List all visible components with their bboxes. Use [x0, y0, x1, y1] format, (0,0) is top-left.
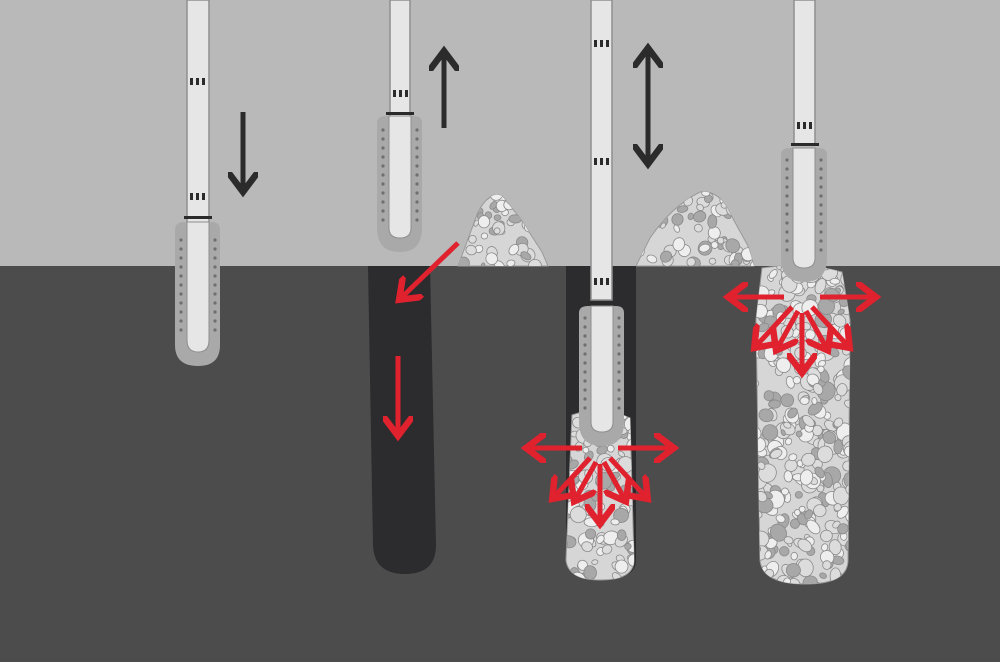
gravel-pile-right [635, 191, 755, 267]
compaction-arrows-stage-3 [530, 448, 670, 520]
radial-arrows-icon [732, 297, 872, 369]
gravel-column-stage-4 [755, 265, 851, 585]
vibro-probe-stage-3 [579, 0, 624, 446]
vibro-probe-stage-2 [377, 0, 422, 252]
vibro-probe-stage-4 [781, 0, 827, 282]
bore-hole-stage-2 [368, 266, 436, 574]
vibro-probe-stage-1 [175, 0, 220, 366]
gravel-feed-arrow [402, 241, 460, 297]
